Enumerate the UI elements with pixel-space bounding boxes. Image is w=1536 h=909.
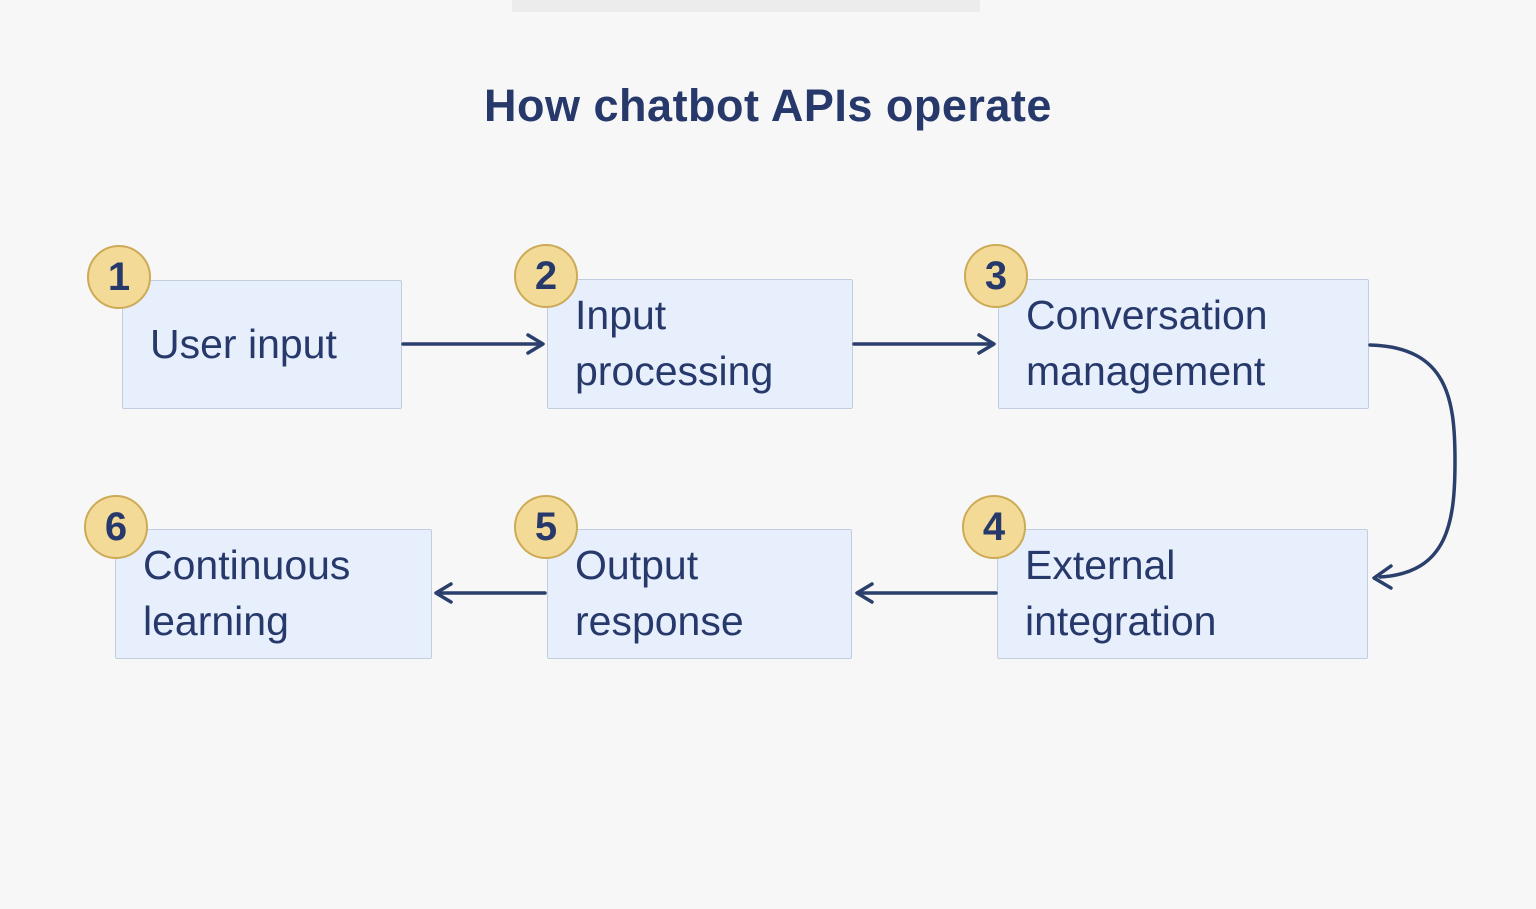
step-number-badge: 2 — [514, 244, 578, 308]
step-box-input-processing: Input processing — [547, 279, 853, 409]
arrowhead-left-icon — [855, 582, 874, 604]
step-label: Continuous learning — [143, 542, 351, 644]
step-number: 3 — [984, 253, 1008, 298]
step-label: Output response — [575, 542, 744, 644]
step-box-continuous-learning: Continuous learning — [115, 529, 432, 659]
step-number-badge: 6 — [84, 495, 148, 559]
arrowhead-left-icon — [1372, 564, 1393, 590]
diagram-title: How chatbot APIs operate — [484, 80, 1052, 131]
step-box-external-integration: External integration — [997, 529, 1368, 659]
arrow-3-to-4-curve — [1368, 343, 1457, 579]
step-box-conversation-management: Conversation management — [998, 279, 1369, 409]
step-number-badge: 3 — [964, 244, 1028, 308]
step-number: 5 — [534, 504, 558, 549]
step-number-badge: 1 — [87, 245, 151, 309]
step-number-badge: 4 — [962, 495, 1026, 559]
step-number: 4 — [982, 504, 1006, 549]
step-number: 1 — [107, 254, 131, 299]
step-label: External integration — [1025, 542, 1217, 644]
step-number: 2 — [534, 253, 558, 298]
step-number-badge: 5 — [514, 495, 578, 559]
step-label: User input — [150, 320, 337, 367]
arrowhead-left-icon — [434, 582, 453, 604]
step-label: Input processing — [575, 292, 774, 394]
top-edge-bar — [512, 0, 980, 12]
arrowhead-right-icon — [526, 333, 545, 355]
step-label: Conversation management — [1026, 292, 1268, 394]
arrowhead-right-icon — [977, 333, 996, 355]
step-box-user-input: User input — [122, 280, 402, 409]
step-number: 6 — [104, 504, 128, 549]
step-box-output-response: Output response — [547, 529, 852, 659]
